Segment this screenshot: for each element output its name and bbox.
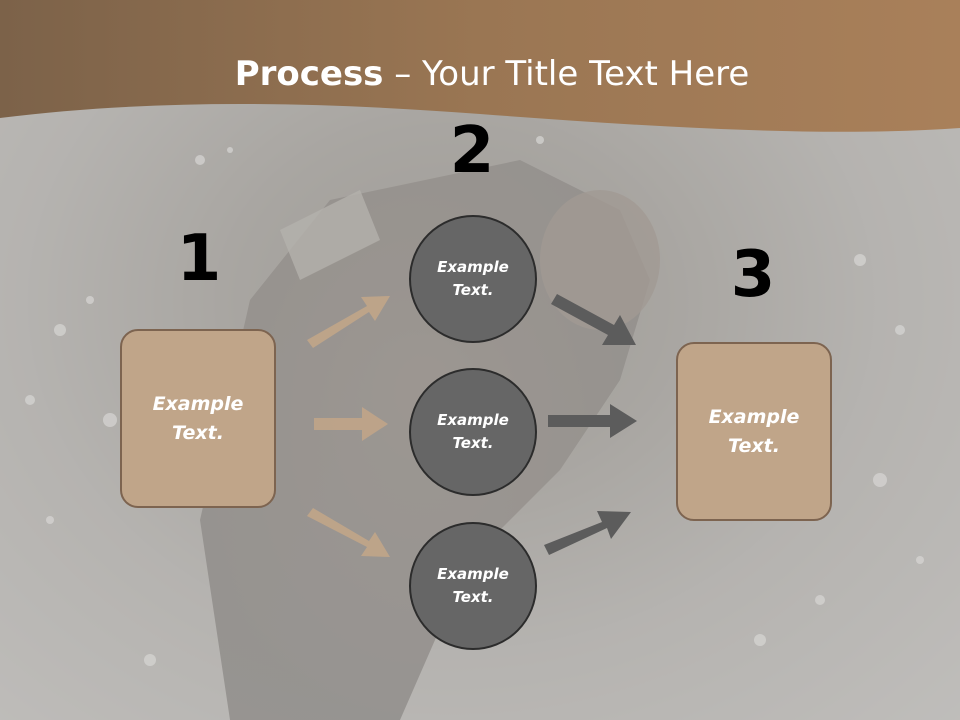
arrow-top-to-3 — [551, 294, 636, 345]
step-2-circle-bottom: Example Text. — [409, 522, 537, 650]
arrow-1-to-top — [307, 296, 390, 348]
arrow-bottom-to-3 — [544, 511, 631, 555]
step-2-circle-middle-label: Example Text. — [437, 411, 509, 452]
page-title: Process – Your Title Text Here — [0, 52, 960, 96]
step-3-number: 3 — [730, 238, 776, 312]
arrow-1-to-middle — [314, 407, 388, 441]
step-2-circle-middle: Example Text. — [409, 368, 537, 496]
step-3-box: Example Text. — [676, 342, 832, 521]
step-1-box: Example Text. — [120, 329, 276, 508]
title-rest: – Your Title Text Here — [383, 54, 750, 94]
step-2-circle-top: Example Text. — [409, 215, 537, 343]
step-3-label: Example Text. — [708, 405, 800, 457]
title-banner — [0, 0, 960, 132]
step-2-number: 2 — [449, 114, 495, 188]
step-1-number: 1 — [176, 222, 222, 296]
step-1-label: Example Text. — [152, 392, 244, 444]
title-bold: Process — [234, 54, 384, 94]
arrow-middle-to-3 — [548, 404, 637, 438]
step-2-circle-bottom-label: Example Text. — [437, 565, 509, 606]
arrow-1-to-bottom — [307, 508, 390, 557]
step-2-circle-top-label: Example Text. — [437, 258, 509, 299]
